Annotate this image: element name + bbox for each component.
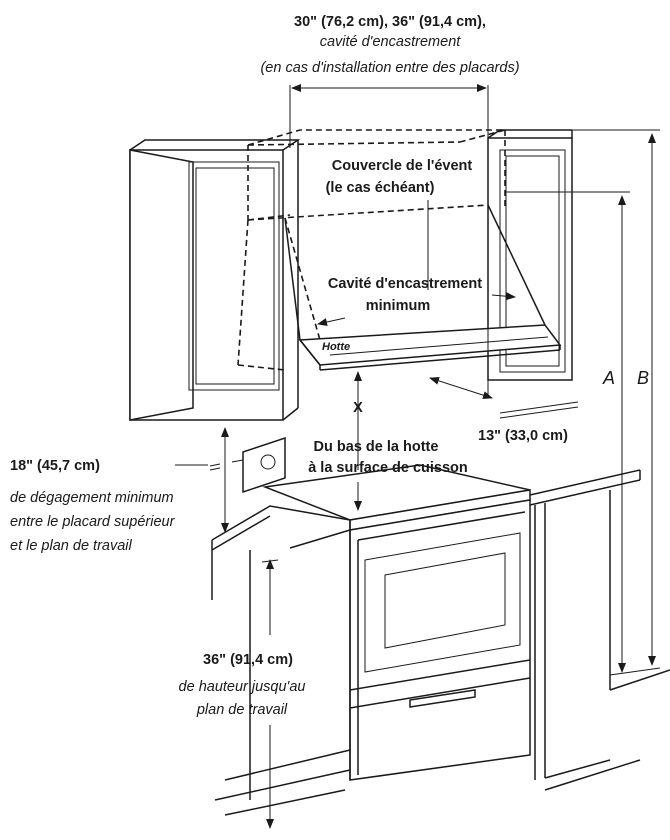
clearance-line-2: entre le placard supérieur — [10, 514, 176, 530]
cavity-label-2: minimum — [366, 298, 430, 314]
text-labels: 30" (76,2 cm), 36" (91,4 cm), cavité d'e… — [10, 14, 649, 718]
hood-cavity-outline — [237, 214, 321, 371]
counter-value: 36" (91,4 cm) — [203, 652, 293, 668]
left-countertop — [211, 505, 351, 800]
dimension-a-label: A — [602, 368, 615, 388]
right-upper-cabinet — [487, 129, 573, 381]
vent-cover-outline — [247, 129, 506, 221]
dimension-lines — [175, 84, 661, 829]
left-upper-cabinet — [129, 139, 301, 421]
top-width-label: 30" (76,2 cm), 36" (91,4 cm), — [294, 14, 486, 30]
counter-line-1: de hauteur jusqu'au — [179, 679, 306, 695]
vent-cover-label-2: (le cas échéant) — [326, 180, 435, 196]
x-label: X — [353, 400, 363, 416]
counter-line-2: plan de travail — [196, 702, 288, 718]
depth-label: 13" (33,0 cm) — [478, 428, 568, 444]
floor-lines — [214, 669, 670, 816]
top-between-label: (en cas d'installation entre des placard… — [260, 60, 519, 76]
dimension-b-label: B — [637, 368, 649, 388]
top-cavity-label: cavité d'encastrement — [320, 34, 462, 50]
clearance-value: 18" (45,7 cm) — [10, 458, 100, 474]
cavity-label-1: Cavité d'encastrement — [328, 276, 482, 292]
x-desc-1: Du bas de la hotte — [314, 439, 439, 455]
vent-cover-label-1: Couvercle de l'évent — [332, 158, 473, 174]
right-countertop — [529, 469, 641, 780]
x-desc-2: à la surface de cuisson — [308, 460, 468, 476]
hood-label: Hotte — [322, 341, 350, 353]
clearance-line-1: de dégagement minimum — [10, 490, 174, 506]
wall-outlet — [209, 436, 286, 494]
range-hood — [284, 204, 562, 371]
range-oven — [262, 464, 531, 781]
clearance-line-3: et le plan de travail — [10, 538, 132, 554]
